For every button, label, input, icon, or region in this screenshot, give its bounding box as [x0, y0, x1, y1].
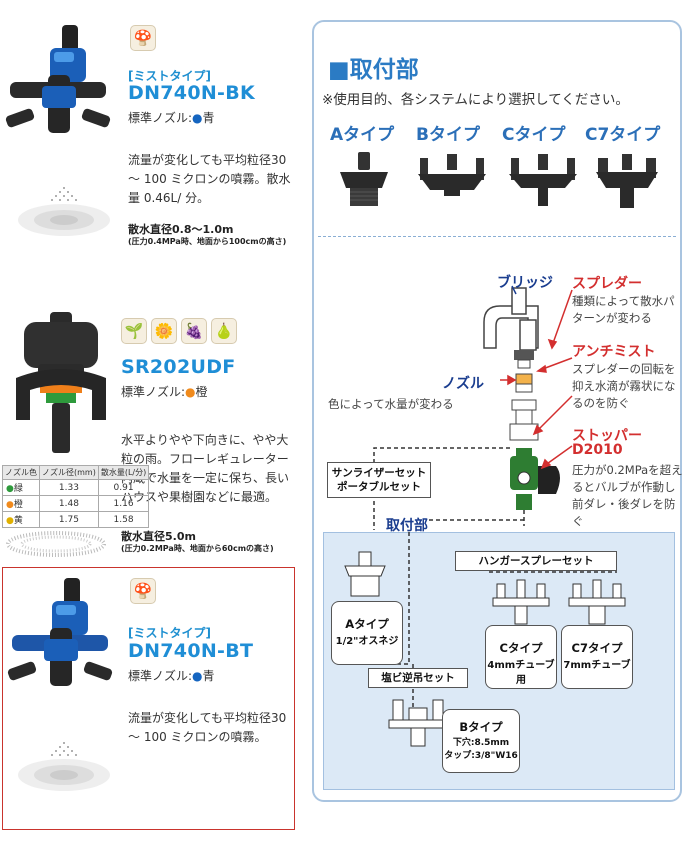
standard-nozzle: 標準ノズル:●青	[128, 111, 215, 125]
table-header-row: ノズル色 ノズル径(mm) 散水量(L/分)	[2, 465, 150, 480]
attachment-parts-diagram	[344, 532, 626, 747]
table-row: ●黄 1.75 1.58	[2, 511, 150, 528]
nozzle-color-dot: ●	[192, 111, 203, 125]
antimist-description: スプレダーの回転を抑え水滴が霧状になるのを防ぐ	[572, 362, 676, 410]
nozzle-callout: ノズル	[442, 376, 484, 392]
spray-diameter-note: (圧力0.4MPa時、地面から100cmの高さ)	[128, 237, 287, 246]
product-description: 水平よりやや下向きに、やや大粒の雨。フローレギュレーター内蔵で水量を一定に保ち、…	[121, 433, 290, 504]
type-a-card: Aタイプ 1/2"オスネジ	[331, 601, 403, 665]
spreader-description: 種類によって散水パターンが変わる	[572, 294, 675, 325]
bridge-callout: ブリッジ	[497, 275, 553, 291]
type-a-label: Aタイプ	[330, 125, 395, 145]
grape-icon: 🍇	[181, 318, 207, 344]
stopper-callout: ストッパー	[572, 428, 642, 444]
rain-spray-pattern-image	[6, 531, 106, 557]
type-c-part-drawing	[492, 579, 550, 625]
type-c7-card: C7タイプ 7mmチューブ	[561, 625, 633, 689]
type-c7-part-drawing	[568, 579, 626, 625]
nozzle-color-dot: ●	[185, 385, 196, 399]
product-description: 流量が変化しても平均粒径30 ～ 100 ミクロンの噴霧。	[128, 711, 287, 744]
mist-spray-pattern-image	[18, 742, 110, 791]
product-card-dn740n-bt-selected[interactable]	[2, 567, 295, 830]
spreader-callout: スプレダー	[572, 276, 642, 292]
product-type-label: [ミストタイプ]	[128, 69, 211, 83]
pvc-inverted-set-label: 塩ビ逆吊セット	[368, 668, 468, 688]
antimist-callout: アンチミスト	[572, 344, 656, 360]
type-b-card: Bタイプ 下穴:8.5mm タップ:3/8"W16	[442, 709, 520, 773]
spray-diameter-spec: 散水直径5.0m	[121, 530, 196, 543]
sr202udf-product-image	[16, 312, 106, 453]
sprinkler-assembly-diagram	[373, 285, 573, 530]
hanger-spray-set-label: ハンガースプレーセット	[455, 551, 617, 571]
flower-icon: 🌼	[151, 318, 177, 344]
nozzle-color-dot: ●	[192, 669, 203, 683]
fruit-icon: 🍐	[211, 318, 237, 344]
type-c7-label: C7タイプ	[585, 125, 661, 145]
product-description: 流量が変化しても平均粒径30 ～ 100 ミクロンの噴霧。散水量 0.46L/ …	[128, 153, 291, 205]
mushroom-icon: 🍄	[130, 578, 156, 604]
type-a-part-drawing	[344, 551, 386, 597]
mushroom-icon: 🍄	[130, 25, 156, 51]
type-c-part-image	[509, 154, 577, 206]
table-row: ●緑 1.33 0.91	[2, 479, 150, 496]
dn740n-bt-product-image	[7, 578, 113, 686]
sunriser-portable-set-label: サンライザーセット ポータブルセット	[327, 462, 431, 498]
mist-spray-pattern-image	[18, 187, 110, 236]
type-c-label: Cタイプ	[502, 125, 566, 145]
attach-section-title: 取付部	[386, 518, 428, 534]
type-c-card: Cタイプ 4mmチューブ用	[485, 625, 557, 689]
panel-title: ■取付部	[328, 57, 419, 83]
standard-nozzle: 標準ノズル:●橙	[121, 385, 208, 399]
product-name: DN740N-BT	[128, 640, 254, 662]
type-c7-part-image	[596, 154, 658, 208]
standard-nozzle: 標準ノズル:●青	[128, 669, 215, 683]
table-row: ●橙 1.48 1.16	[2, 495, 150, 512]
nozzle-spec-table: ノズル色 ノズル径(mm) 散水量(L/分) ●緑 1.33 0.91 ●橙 1…	[2, 465, 150, 528]
type-a-part-image	[340, 152, 388, 206]
nozzle-description: 色によって水量が変わる	[328, 397, 454, 411]
product-name: SR202UDF	[121, 356, 236, 378]
product-type-label: [ミストタイプ]	[128, 626, 211, 640]
type-b-part-drawing	[388, 699, 448, 747]
stopper-model: D2010	[572, 442, 623, 458]
type-b-part-image	[418, 154, 486, 196]
seedling-icon: 🌱	[121, 318, 147, 344]
type-b-label: Bタイプ	[416, 125, 480, 145]
panel-subtitle: ※使用目的、各システムにより選択してください。	[322, 92, 629, 108]
spray-diameter-spec: 散水直径0.8～1.0m	[128, 223, 234, 236]
spray-diameter-note: (圧力0.2MPa時、地面から60cmの高さ)	[121, 544, 274, 553]
section-divider	[318, 236, 676, 237]
stopper-description: 圧力が0.2MPaを超えるとバルブが作動し前ダレ・後ダレを防ぐ	[572, 463, 683, 528]
dn740n-bk-product-image	[5, 25, 111, 133]
product-name: DN740N-BK	[128, 82, 256, 104]
